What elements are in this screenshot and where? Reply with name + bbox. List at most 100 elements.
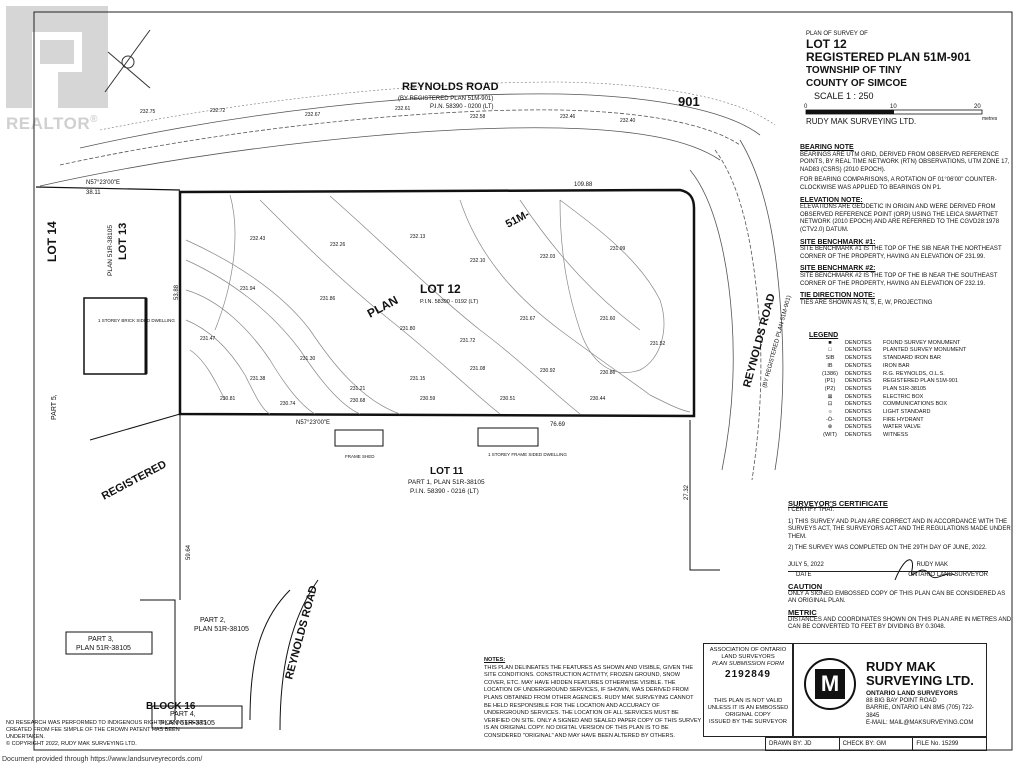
legend-symbol: (P1)	[824, 378, 836, 385]
benchmark-2-heading: SITE BENCHMARK #2:	[800, 265, 876, 273]
legend-description: REGISTERED PLAN 51M-901	[883, 378, 958, 385]
bearing-bottom: N57°23'00"E	[296, 420, 330, 426]
scale-unit: metres	[982, 116, 998, 122]
legend-title: LEGEND	[809, 332, 839, 339]
dist-top-2: 109.88	[574, 182, 593, 188]
aols-line-4: THIS PLAN IS NOT VALID	[713, 698, 783, 704]
legend-denotes: DENOTES	[845, 385, 872, 392]
aols-line-1: ASSOCIATION OF ONTARIO	[709, 647, 787, 653]
elevation-label: 232.72	[210, 108, 226, 114]
legend-denotes: DENOTES	[845, 355, 872, 362]
reynolds-road-top: REYNOLDS ROAD	[402, 81, 499, 93]
legend-denotes: DENOTES	[845, 401, 872, 408]
elevation-label: 232.67	[305, 112, 321, 118]
elevation-label: 232.75	[140, 109, 156, 115]
legend-description: PLAN 51R-38105	[883, 385, 927, 392]
elevation-label: 231.08	[470, 366, 486, 372]
elevation-label: 230.74	[280, 401, 296, 407]
lot-13-plan: PLAN 51R-38105	[107, 225, 114, 276]
part-2-plan: PLAN 51R-38105	[194, 626, 249, 633]
legend-description: IRON BAR	[883, 362, 910, 369]
legend-symbol: SIB	[825, 355, 835, 362]
label-901: 901	[678, 94, 700, 109]
elevation-label: 230.86	[600, 370, 616, 376]
plan-notes-heading: NOTES:	[484, 657, 506, 663]
legend-description: PLANTED SURVEY MONUMENT	[883, 347, 967, 354]
plan-of-survey: PLAN OF SURVEY OF	[806, 31, 868, 37]
bearing-note-heading: BEARING NOTE	[800, 144, 854, 151]
bearing-note: BEARINGS ARE UTM GRID, DERIVED FROM OBSE…	[800, 151, 1010, 173]
drawing-footer: DRAWN BY: JD CHECK BY: GM FILE No. 15299	[765, 737, 987, 751]
dwelling-label: 1 STOREY BRICK SIDED DWELLING	[98, 318, 175, 323]
elevation-label: 232.10	[470, 258, 486, 264]
title-block: PLAN OF SURVEY OF LOT 12 REGISTERED PLAN…	[800, 30, 1012, 128]
legend-description: COMMUNICATIONS BOX	[883, 401, 948, 408]
legend-description: R.G. REYNOLDS, O.L.S.	[883, 370, 945, 377]
scale-tick-10: 10	[890, 104, 897, 110]
part-3-label: PART 3,	[88, 636, 114, 643]
bearing-note-2: FOR BEARING COMPARISONS, A ROTATION OF 0…	[800, 177, 997, 191]
elevation-label: 232.13	[410, 234, 426, 240]
legend-row: ☼ DENOTES LIGHT STANDARD	[815, 409, 1005, 417]
plan-notes-text: THIS PLAN DELINEATES THE FEATURES AS SHO…	[484, 664, 702, 739]
company-logo: M	[804, 658, 856, 710]
dist-bottom: 76.69	[550, 422, 566, 428]
elevation-label: 232.61	[395, 106, 411, 112]
lot-11-pin: P.I.N. 58390 - 0216 (LT)	[410, 488, 479, 495]
legend-denotes: DENOTES	[845, 416, 872, 423]
frame-shed-label: FRAME SHED	[345, 454, 375, 459]
benchmark-1-heading: SITE BENCHMARK #1:	[800, 238, 876, 246]
elevation-label: 230.68	[350, 398, 366, 404]
bearing-top: N57°23'00"E	[86, 180, 120, 186]
copyright-line-3: © COPYRIGHT 2022, RUDY MAK SURVEYING LTD…	[6, 741, 137, 747]
legend-row: SIB DENOTES STANDARD IRON BAR	[815, 355, 1005, 363]
tie-note: TIES ARE SHOWN AS N, S, E, W, PROJECTING	[800, 299, 933, 306]
lot-14-label: LOT 14	[45, 221, 59, 262]
dist-right: 59.64	[186, 544, 192, 560]
elevation-label: 230.44	[590, 396, 606, 402]
company-box: M RUDY MAK SURVEYING LTD. ONTARIO LAND S…	[793, 643, 987, 737]
elevation-label: 231.67	[520, 316, 536, 322]
elevation-label: 230.81	[220, 396, 236, 402]
township-title: TOWNSHIP OF TINY	[806, 65, 902, 76]
legend-description: STANDARD IRON BAR	[883, 355, 941, 362]
certificate-clause-2: 2) THE SURVEY WAS COMPLETED ON THE 29TH …	[788, 545, 987, 552]
reynolds-road-top-pin: P.I.N. 58390 - 0200 (LT)	[430, 104, 493, 110]
legend-description: WITNESS	[883, 432, 909, 439]
copyright-line-1: NO RESEARCH WAS PERFORMED TO INDIGENOUS …	[6, 720, 207, 726]
legend-symbol: ⊡	[827, 401, 833, 408]
legend-denotes: DENOTES	[845, 409, 872, 416]
part-5-label: PART 5,	[51, 394, 58, 420]
plan-notes: NOTES: THIS PLAN DELINEATES THE FEATURES…	[484, 657, 702, 741]
legend-description: LIGHT STANDARD	[883, 409, 931, 416]
elevation-label: 231.60	[600, 316, 616, 322]
dist-top: 38.11	[86, 190, 101, 196]
file-number: FILE No. 15299	[916, 741, 959, 747]
legend-denotes: DENOTES	[845, 393, 872, 400]
legend-denotes: DENOTES	[845, 347, 872, 354]
elevation-label: 232.03	[540, 254, 556, 260]
aols-line-3: PLAN SUBMISSION FORM	[712, 661, 784, 667]
part-3-plan: PLAN 51R-38105	[76, 645, 131, 652]
legend-symbol: ☼	[827, 409, 833, 416]
lot-11-part: PART 1, PLAN 51R-38105	[408, 479, 485, 486]
benchmark-1-note: SITE BENCHMARK #1 IS THE TOP OF THE SIB …	[800, 246, 1002, 260]
part-4-label: PART 4,	[170, 711, 196, 718]
frame-dwelling-label: 1 STOREY FRAME SIDED DWELLING	[488, 452, 567, 457]
dist-left: 53.88	[174, 284, 180, 300]
benchmark-2-note: SITE BENCHMARK #2 IS THE TOP OF THE IB N…	[800, 272, 998, 287]
elevation-label: 231.21	[350, 386, 366, 392]
caution-heading: CAUTION	[788, 582, 823, 592]
lot-11-label: LOT 11	[430, 466, 464, 477]
caution-text: ONLY A SIGNED EMBOSSED COPY OF THIS PLAN…	[788, 590, 1006, 605]
elevation-label: 231.52	[650, 341, 666, 347]
aols-submission-box: ASSOCIATION OF ONTARIO LAND SURVEYORS PL…	[703, 643, 793, 737]
